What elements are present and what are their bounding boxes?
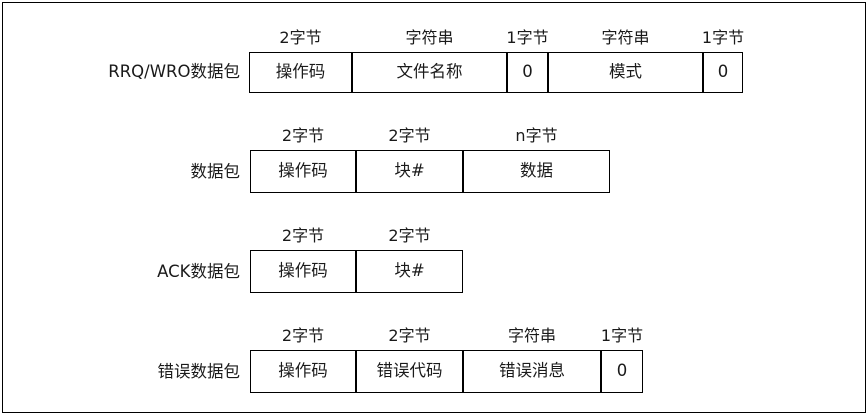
field-size-header: 字符串 <box>405 28 454 47</box>
packet-field-cell: 错误消息 <box>463 350 601 393</box>
packet-field-cell: 操作码 <box>250 250 356 293</box>
packet-field-cell: 文件名称 <box>352 52 507 93</box>
diagram-outer-border <box>2 2 866 413</box>
field-size-header: 字符串 <box>507 326 557 345</box>
packet-field-cell: 错误代码 <box>356 350 463 393</box>
field-size-header: 2字节 <box>281 326 325 345</box>
field-size-header: 2字节 <box>388 326 431 345</box>
packet-row-label: 数据包 <box>190 162 241 181</box>
packet-field-cell: 操作码 <box>250 350 356 393</box>
field-size-header: 2字节 <box>388 126 431 145</box>
field-size-header: n字节 <box>515 126 558 145</box>
packet-field-cell: 数据 <box>463 150 610 193</box>
packet-field-cell: 块# <box>356 250 463 293</box>
packet-row-label: RRQ/WRO数据包 <box>108 62 240 81</box>
packet-field-cell: 0 <box>601 350 643 393</box>
packet-field-cell: 块# <box>356 150 463 193</box>
field-size-header: 2字节 <box>388 226 431 245</box>
field-size-header: 2字节 <box>281 226 325 245</box>
field-size-header: 字符串 <box>601 28 650 47</box>
packet-field-cell: 0 <box>507 52 548 93</box>
field-size-header: 2字节 <box>279 28 322 47</box>
packet-field-cell: 操作码 <box>249 52 352 93</box>
field-size-header: 1字节 <box>600 326 644 345</box>
packet-field-cell: 操作码 <box>250 150 356 193</box>
field-size-header: 1字节 <box>506 28 549 47</box>
packet-row-label: 错误数据包 <box>157 362 241 381</box>
packet-field-cell: 0 <box>703 52 743 93</box>
field-size-header: 1字节 <box>701 28 745 47</box>
packet-row-label: ACK数据包 <box>157 262 240 281</box>
packet-field-cell: 模式 <box>548 52 703 93</box>
field-size-header: 2字节 <box>281 126 325 145</box>
